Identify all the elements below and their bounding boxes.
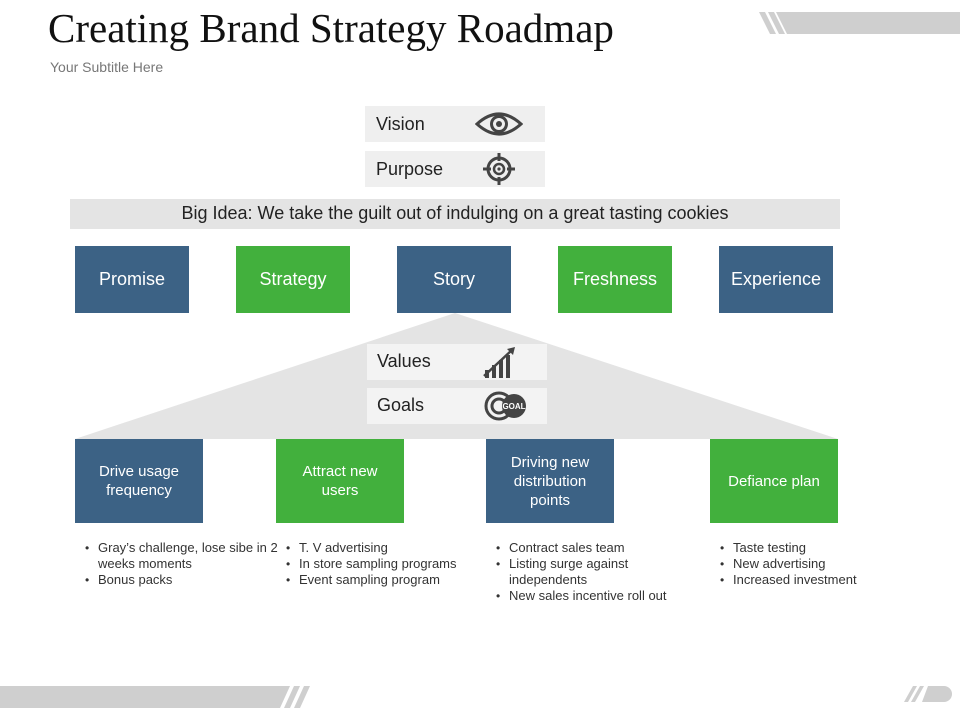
- pillar-experience: Experience: [719, 246, 833, 313]
- pillar-promise: Promise: [75, 246, 189, 313]
- list-item: Gray’s challenge, lose sibe in 2 weeks m…: [85, 540, 278, 572]
- initiative-drive-usage: Drive usage frequency: [75, 439, 203, 523]
- list-item: Bonus packs: [85, 572, 278, 588]
- goals-box: Goals GOAL: [367, 388, 547, 424]
- target-icon: [483, 153, 515, 185]
- goal-icon-text: GOAL: [502, 402, 525, 411]
- pillar-strategy: Strategy: [236, 246, 350, 313]
- bullets-distribution: Contract sales team Listing surge agains…: [495, 540, 694, 604]
- bullets-defiance: Taste testing New advertising Increased …: [719, 540, 903, 588]
- vision-label: Vision: [376, 114, 425, 134]
- page-title: Creating Brand Strategy Roadmap: [48, 5, 614, 51]
- purpose-box: Purpose: [365, 151, 545, 187]
- list-item: Listing surge against independents: [496, 556, 694, 588]
- goals-label: Goals: [377, 395, 425, 415]
- vision-box: Vision: [365, 106, 545, 142]
- values-box: Values: [367, 344, 547, 380]
- page-subtitle: Your Subtitle Here: [50, 59, 164, 75]
- list-item: Event sampling program: [286, 572, 484, 588]
- purpose-label: Purpose: [376, 159, 444, 179]
- initiative-distribution: Driving new distribution points: [486, 439, 614, 523]
- bullets-attract-users: T. V advertising In store sampling progr…: [285, 540, 484, 588]
- list-item: In store sampling programs: [286, 556, 484, 572]
- top-right-stripe-decoration: [759, 12, 960, 34]
- initiative-attract-users: Attract new users: [276, 439, 404, 523]
- list-item: T. V advertising: [286, 540, 484, 556]
- pillar-freshness: Freshness: [558, 246, 672, 313]
- growth-chart-icon: [483, 347, 515, 378]
- list-item: New advertising: [720, 556, 903, 572]
- bottom-stripe-decoration: [0, 686, 952, 708]
- list-item: Taste testing: [720, 540, 903, 556]
- bullets-drive-usage: Gray’s challenge, lose sibe in 2 weeks m…: [84, 540, 278, 588]
- initiative-defiance: Defiance plan: [710, 439, 838, 523]
- goal-target-icon: GOAL: [484, 391, 526, 421]
- list-item: Increased investment: [720, 572, 903, 588]
- list-item: Contract sales team: [496, 540, 694, 556]
- values-label: Values: [377, 351, 431, 371]
- pillar-story: Story: [397, 246, 511, 313]
- list-item: New sales incentive roll out: [496, 588, 694, 604]
- eye-icon: [475, 112, 523, 136]
- big-idea-band: Big Idea: We take the guilt out of indul…: [70, 199, 840, 229]
